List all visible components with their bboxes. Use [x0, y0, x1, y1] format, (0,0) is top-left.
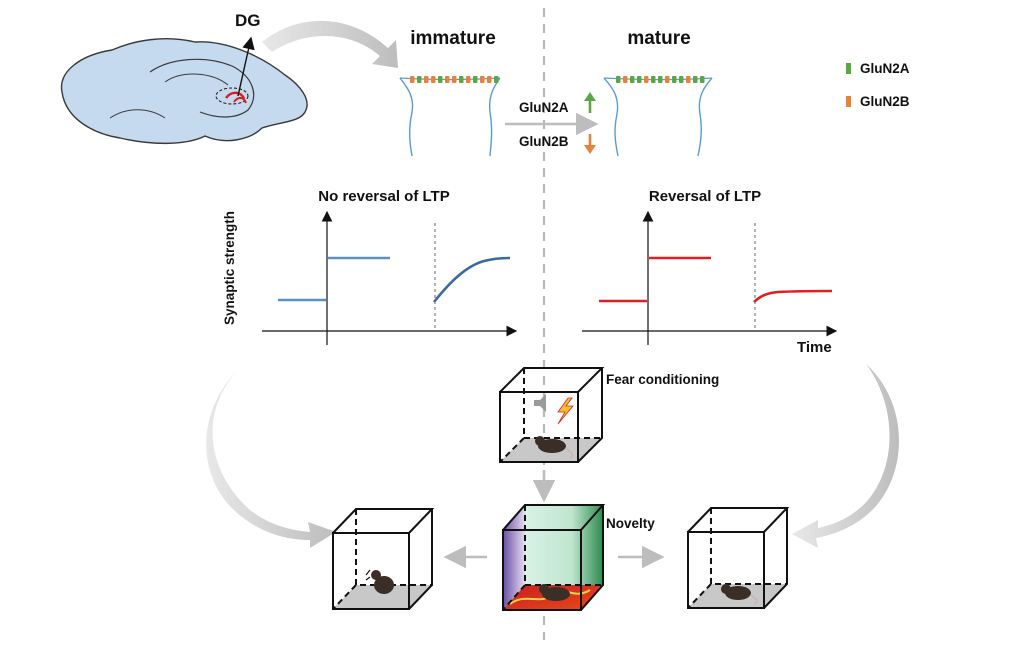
glun2a-receptor [658, 76, 663, 83]
mouse-icon [721, 584, 758, 605]
mouse-icon [539, 584, 570, 601]
glun2a-receptor [693, 76, 698, 83]
legend-label-glun2b: GluN2B [860, 94, 910, 109]
glun2a-receptor [679, 76, 684, 83]
glun2b-receptor [424, 76, 429, 83]
immature-spine [399, 77, 501, 157]
glun2a-receptor [494, 76, 499, 83]
up-arrow-icon [584, 92, 596, 113]
x-axis-label: Time [797, 339, 832, 356]
glun2b-receptor [686, 76, 691, 83]
fear-conditioning-label: Fear conditioning [606, 372, 719, 387]
legend-label-glun2a: GluN2A [860, 61, 910, 76]
glun2b-receptor [445, 76, 450, 83]
reversal-title: Reversal of LTP [649, 188, 761, 205]
left-test-cage [332, 508, 435, 610]
mature-receptors [616, 76, 705, 83]
mouse-icon [535, 436, 573, 459]
legend-swatch-glun2b [846, 96, 851, 107]
glun2a-receptor [630, 76, 635, 83]
glun2b-receptor [644, 76, 649, 83]
brain-to-spine-arrow [262, 20, 398, 68]
right-test-cage [687, 507, 790, 609]
dg-label: DG [235, 11, 261, 30]
glun2b-receptor [487, 76, 492, 83]
dg-pointer-arrow [237, 36, 255, 97]
novelty-label: Novelty [606, 516, 655, 531]
glun2b-receptor [452, 76, 457, 83]
glun2a-receptor [616, 76, 621, 83]
right-swoosh-arrow [792, 364, 899, 548]
glun2a-change-label: GluN2A [519, 100, 569, 115]
lightning-icon [557, 397, 574, 425]
glun2a-receptor [672, 76, 677, 83]
mature-spine [603, 77, 713, 157]
glun2b-receptor [665, 76, 670, 83]
legend-swatch-glun2a [846, 63, 851, 74]
immature-label: immature [410, 28, 496, 49]
fear-cage [499, 367, 605, 463]
glun2a-receptor [651, 76, 656, 83]
glun2b-receptor [623, 76, 628, 83]
y-axis-label: Synaptic strength [222, 211, 237, 325]
speaker-icon [534, 394, 546, 412]
glun2a-receptor [637, 76, 642, 83]
glun2a-receptor [417, 76, 422, 83]
glun2b-receptor [466, 76, 471, 83]
glun2a-receptor [700, 76, 705, 83]
mouse-icon [365, 569, 394, 594]
down-arrow-icon [584, 134, 596, 154]
immature-receptors [410, 76, 499, 83]
left-swoosh-arrow [206, 370, 336, 548]
novelty-cage [502, 504, 606, 611]
no-reversal-graph [262, 210, 518, 345]
glun2b-change-label: GluN2B [519, 134, 569, 149]
legend: GluN2A GluN2B [846, 61, 910, 109]
glun2b-receptor [480, 76, 485, 83]
brain-icon [60, 38, 308, 145]
glun2b-receptor [431, 76, 436, 83]
glun2a-receptor [438, 76, 443, 83]
glun2a-receptor [459, 76, 464, 83]
glun2b-receptor [410, 76, 415, 83]
glun2a-receptor [473, 76, 478, 83]
mature-label: mature [627, 28, 690, 49]
no-reversal-title: No reversal of LTP [318, 188, 449, 205]
reversal-graph [582, 210, 838, 345]
